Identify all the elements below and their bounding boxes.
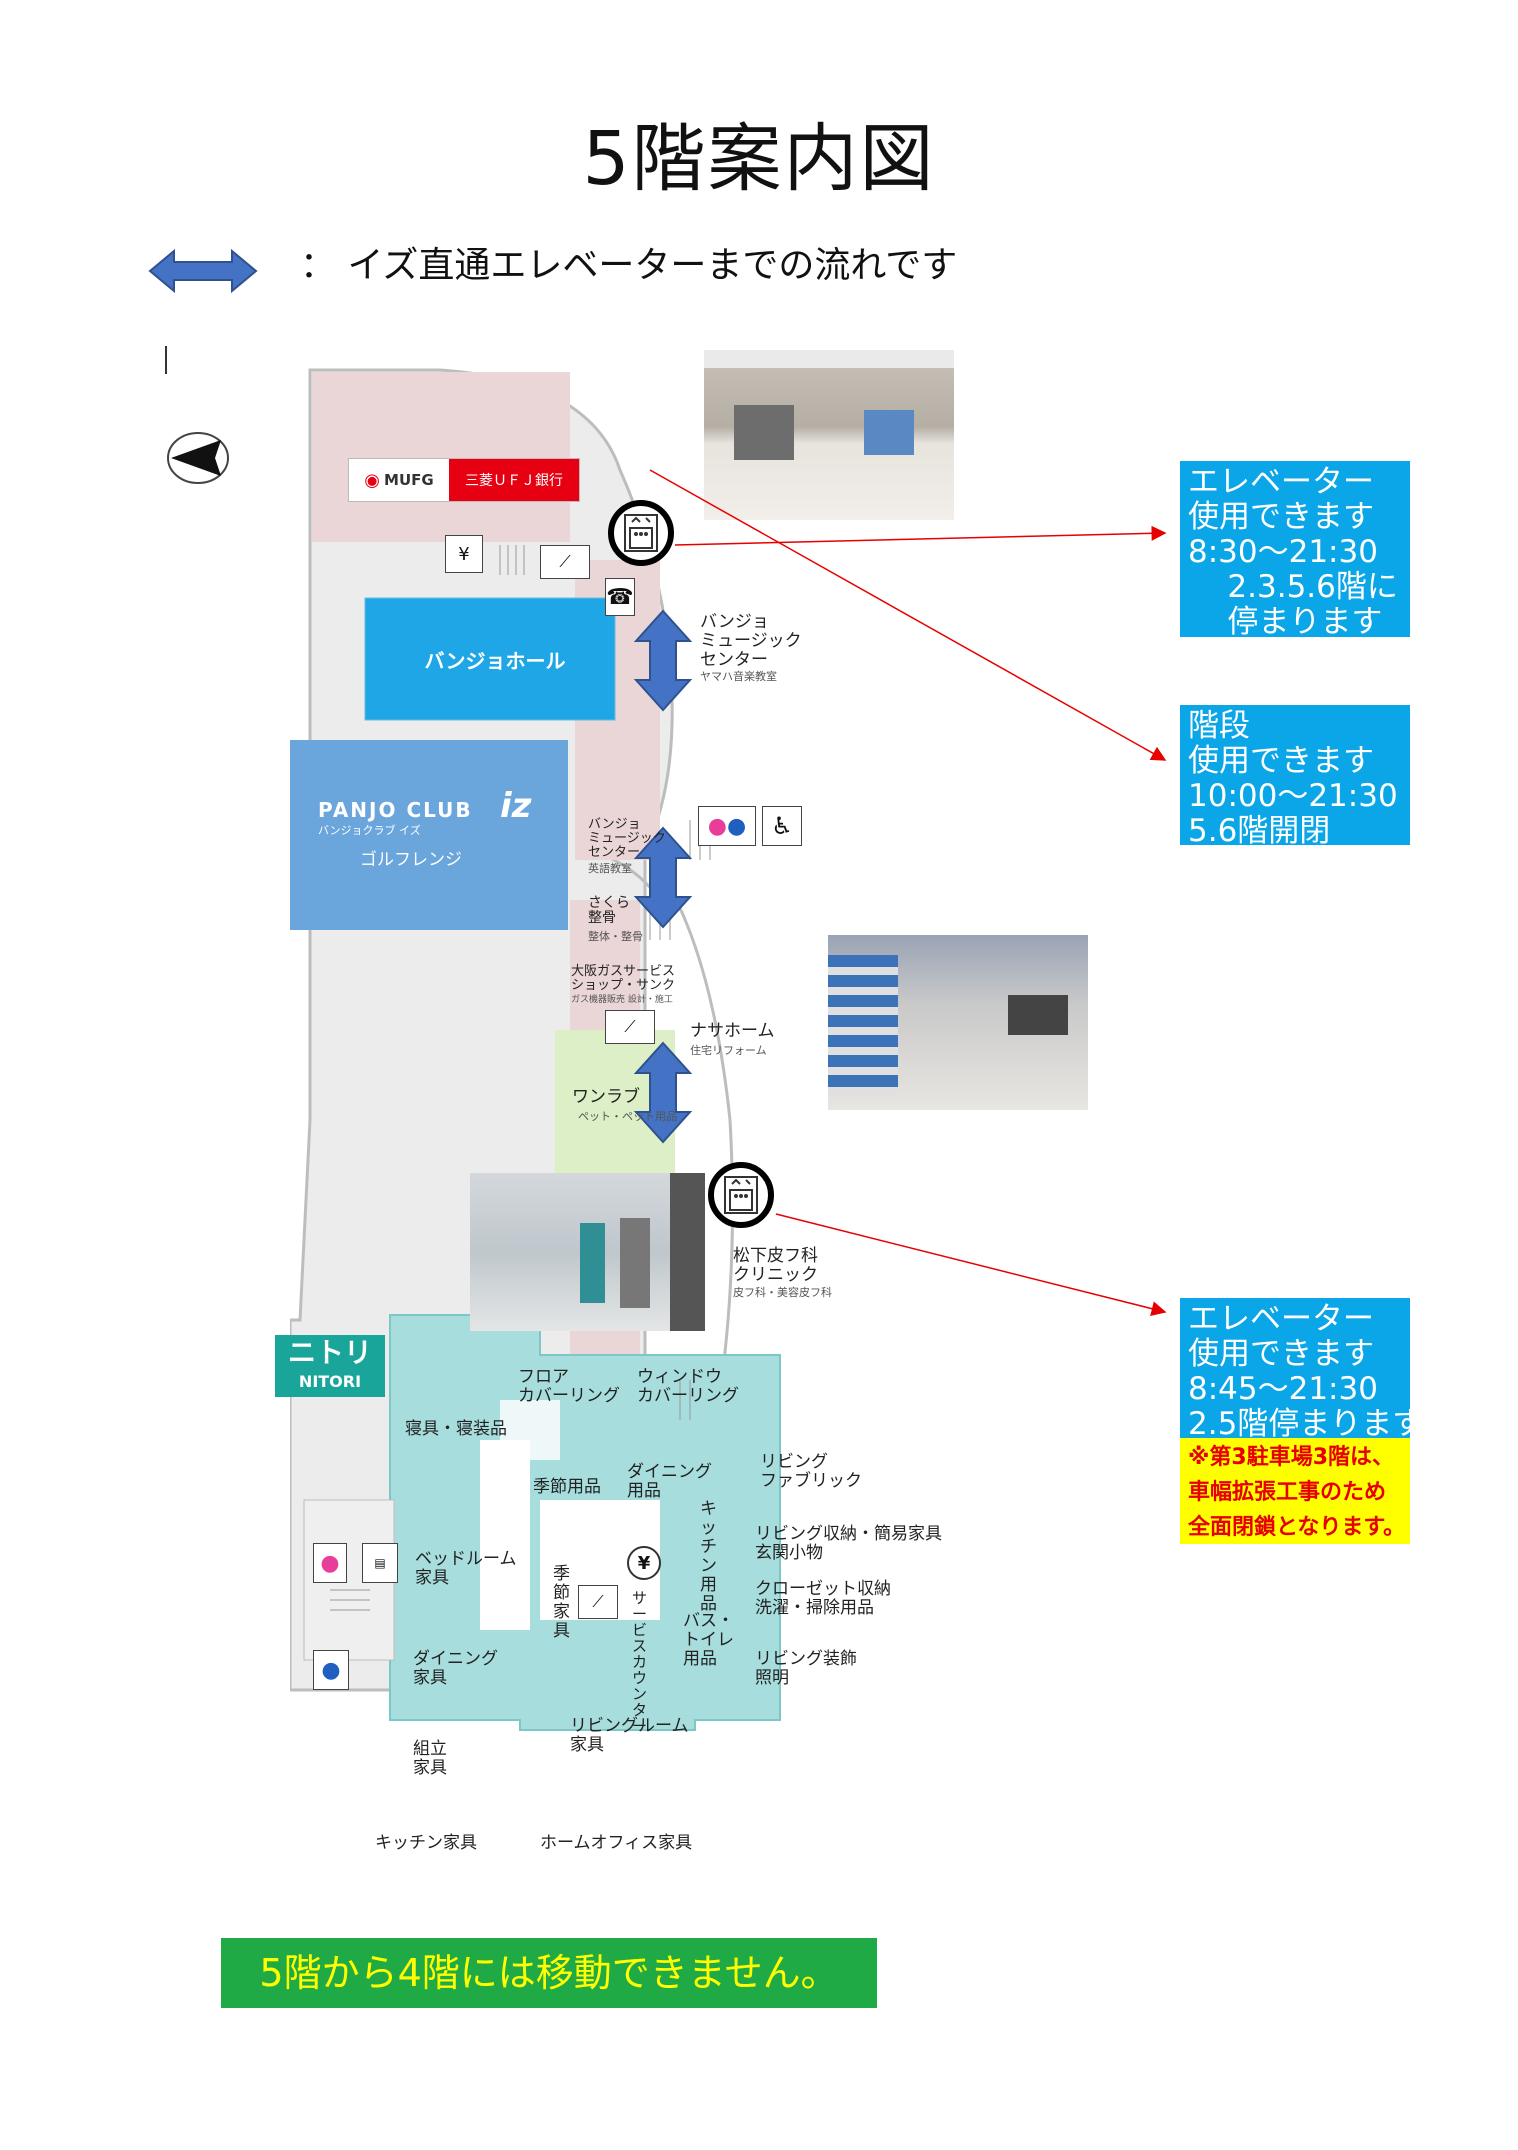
nitori-bath: バス・ トイレ 用品	[683, 1611, 734, 1669]
photo-corridor	[828, 935, 1088, 1110]
nitori-logo: ニトリ NITORI	[275, 1335, 385, 1397]
nasa-home-sub: 住宅リフォーム	[690, 1044, 767, 1057]
parking-note: ※第3駐車場3階は、 車幅拡張工事のため 全面閉鎖となります。	[1180, 1438, 1410, 1544]
nitori-living-storage: リビング収納・簡易家具 玄関小物	[755, 1524, 942, 1563]
panjo-club-block	[290, 740, 568, 930]
legend-text: ： イズ直通エレベーターまでの流れです	[300, 245, 958, 286]
wheelchair-icon: ♿	[762, 806, 802, 846]
banjo-music-label: バンジョ ミュージック センター	[700, 612, 802, 670]
yen-icon: ¥	[627, 1546, 661, 1580]
sakura-label: さくら 整骨	[588, 895, 630, 926]
nitori-living-room: リビングルーム 家具	[570, 1716, 689, 1755]
floor-map	[290, 368, 781, 1731]
nitori-closet: クローゼット収納 洗濯・掃除用品	[755, 1579, 891, 1618]
elevator-south-info: エレベーター 使用できます 8:45～21:30 2.5階停まります	[1180, 1298, 1423, 1442]
restroom-icon: ●●	[698, 806, 756, 846]
mufg-brand: MUFG	[384, 471, 434, 489]
nasa-home-label: ナサホーム	[690, 1021, 775, 1041]
nitori-living-decor: リビング装飾 照明	[755, 1649, 857, 1688]
escalator-icon-3: ⟋	[578, 1585, 618, 1619]
elevator-north-info: エレベーター 使用できます 8:30～21:30 2.3.5.6階に 停まります	[1180, 461, 1410, 640]
nitori-dining-furniture: ダイニング 家具	[413, 1649, 498, 1688]
route-arrow-3	[633, 1041, 693, 1144]
photo-elevator-south	[470, 1173, 705, 1331]
nitori-bedding: 寝具・寝装品	[405, 1419, 507, 1439]
route-arrow-2	[633, 826, 693, 929]
stairs-info: 階段 使用できます 10:00～21:30 5.6階開閉	[1180, 705, 1410, 849]
panjo-club-sub: バンジョクラブ イズ	[318, 824, 421, 837]
escalator-icon-2: ⟋	[605, 1010, 655, 1044]
elevator-icon-south	[708, 1162, 774, 1228]
mufg-area	[312, 372, 570, 542]
nitori-kitchen: キッチン用品	[700, 1499, 717, 1614]
nitori-floor: フロア カバーリング	[518, 1367, 620, 1406]
bottom-banner: 5階から4階には移動できません。	[221, 1938, 877, 2008]
mufg-sign: ◉MUFG 三菱ＵＦＪ銀行	[348, 458, 580, 502]
nitori-home-office: ホームオフィス家具	[540, 1833, 693, 1853]
panjo-club-area: ゴルフレンジ	[360, 850, 462, 870]
banjo-music2-label: バンジョ ミュージック センター	[588, 817, 666, 860]
nitori-service-counter: サービスカウンター	[632, 1589, 648, 1735]
sakura-sub: 整体・整骨	[588, 930, 643, 943]
banjo-hall-block	[364, 597, 616, 721]
nitori-dining-goods: ダイニング 用品	[627, 1462, 712, 1501]
mufg-bank: 三菱ＵＦＪ銀行	[449, 459, 579, 501]
nitori-bedroom: ベッドルーム 家具	[415, 1549, 517, 1588]
compass-icon	[167, 432, 229, 484]
panjo-club-logo: iz	[500, 786, 532, 826]
men-restroom-icon: ●	[313, 1650, 349, 1690]
marker-line	[165, 346, 167, 374]
page-title: 5階案内図	[582, 116, 936, 202]
nitori-seasonal-furniture: 季節家具	[553, 1564, 570, 1641]
nitori-living-fabric: リビング ファブリック	[760, 1452, 862, 1491]
elevator-icon-north	[608, 500, 674, 566]
phone-icon: ☎	[605, 578, 635, 616]
nitori-seasonal: 季節用品	[533, 1477, 601, 1497]
nitori-kitchen-furniture: キッチン家具	[375, 1833, 477, 1853]
photo-elevator-hall	[704, 350, 954, 520]
nitori-logo-en: NITORI	[298, 1372, 362, 1391]
banjo-music2-sub: 英語教室	[588, 862, 632, 875]
one-love-sub: ペット・ペット用品	[578, 1110, 677, 1123]
elevator-icon-nitori: ▤	[362, 1543, 398, 1583]
matsushita-label: 松下皮フ科 クリニック	[733, 1246, 818, 1285]
atm-icon: ¥	[445, 535, 483, 573]
osaka-gas-label: 大阪ガスサービス ショップ・サンク	[571, 964, 676, 993]
osaka-gas-sub: ガス機器販売 設計・施工	[571, 995, 673, 1005]
women-restroom-icon: ●	[313, 1543, 347, 1583]
matsushita-sub: 皮フ科・美容皮フ科	[733, 1286, 832, 1299]
nitori-window: ウィンドウ カバーリング	[637, 1367, 739, 1406]
banjo-music-sub: ヤマハ音楽教室	[700, 670, 777, 683]
nitori-logo-jp: ニトリ	[287, 1336, 372, 1369]
one-love-label: ワンラブ	[572, 1087, 640, 1107]
double-arrow-icon	[148, 248, 258, 294]
nitori-assembly: 組立 家具	[413, 1739, 447, 1778]
panjo-club-name: PANJO CLUB	[318, 798, 473, 822]
banjo-hall-label: バンジョホール	[424, 649, 566, 673]
escalator-icon: ⟋	[540, 545, 590, 579]
